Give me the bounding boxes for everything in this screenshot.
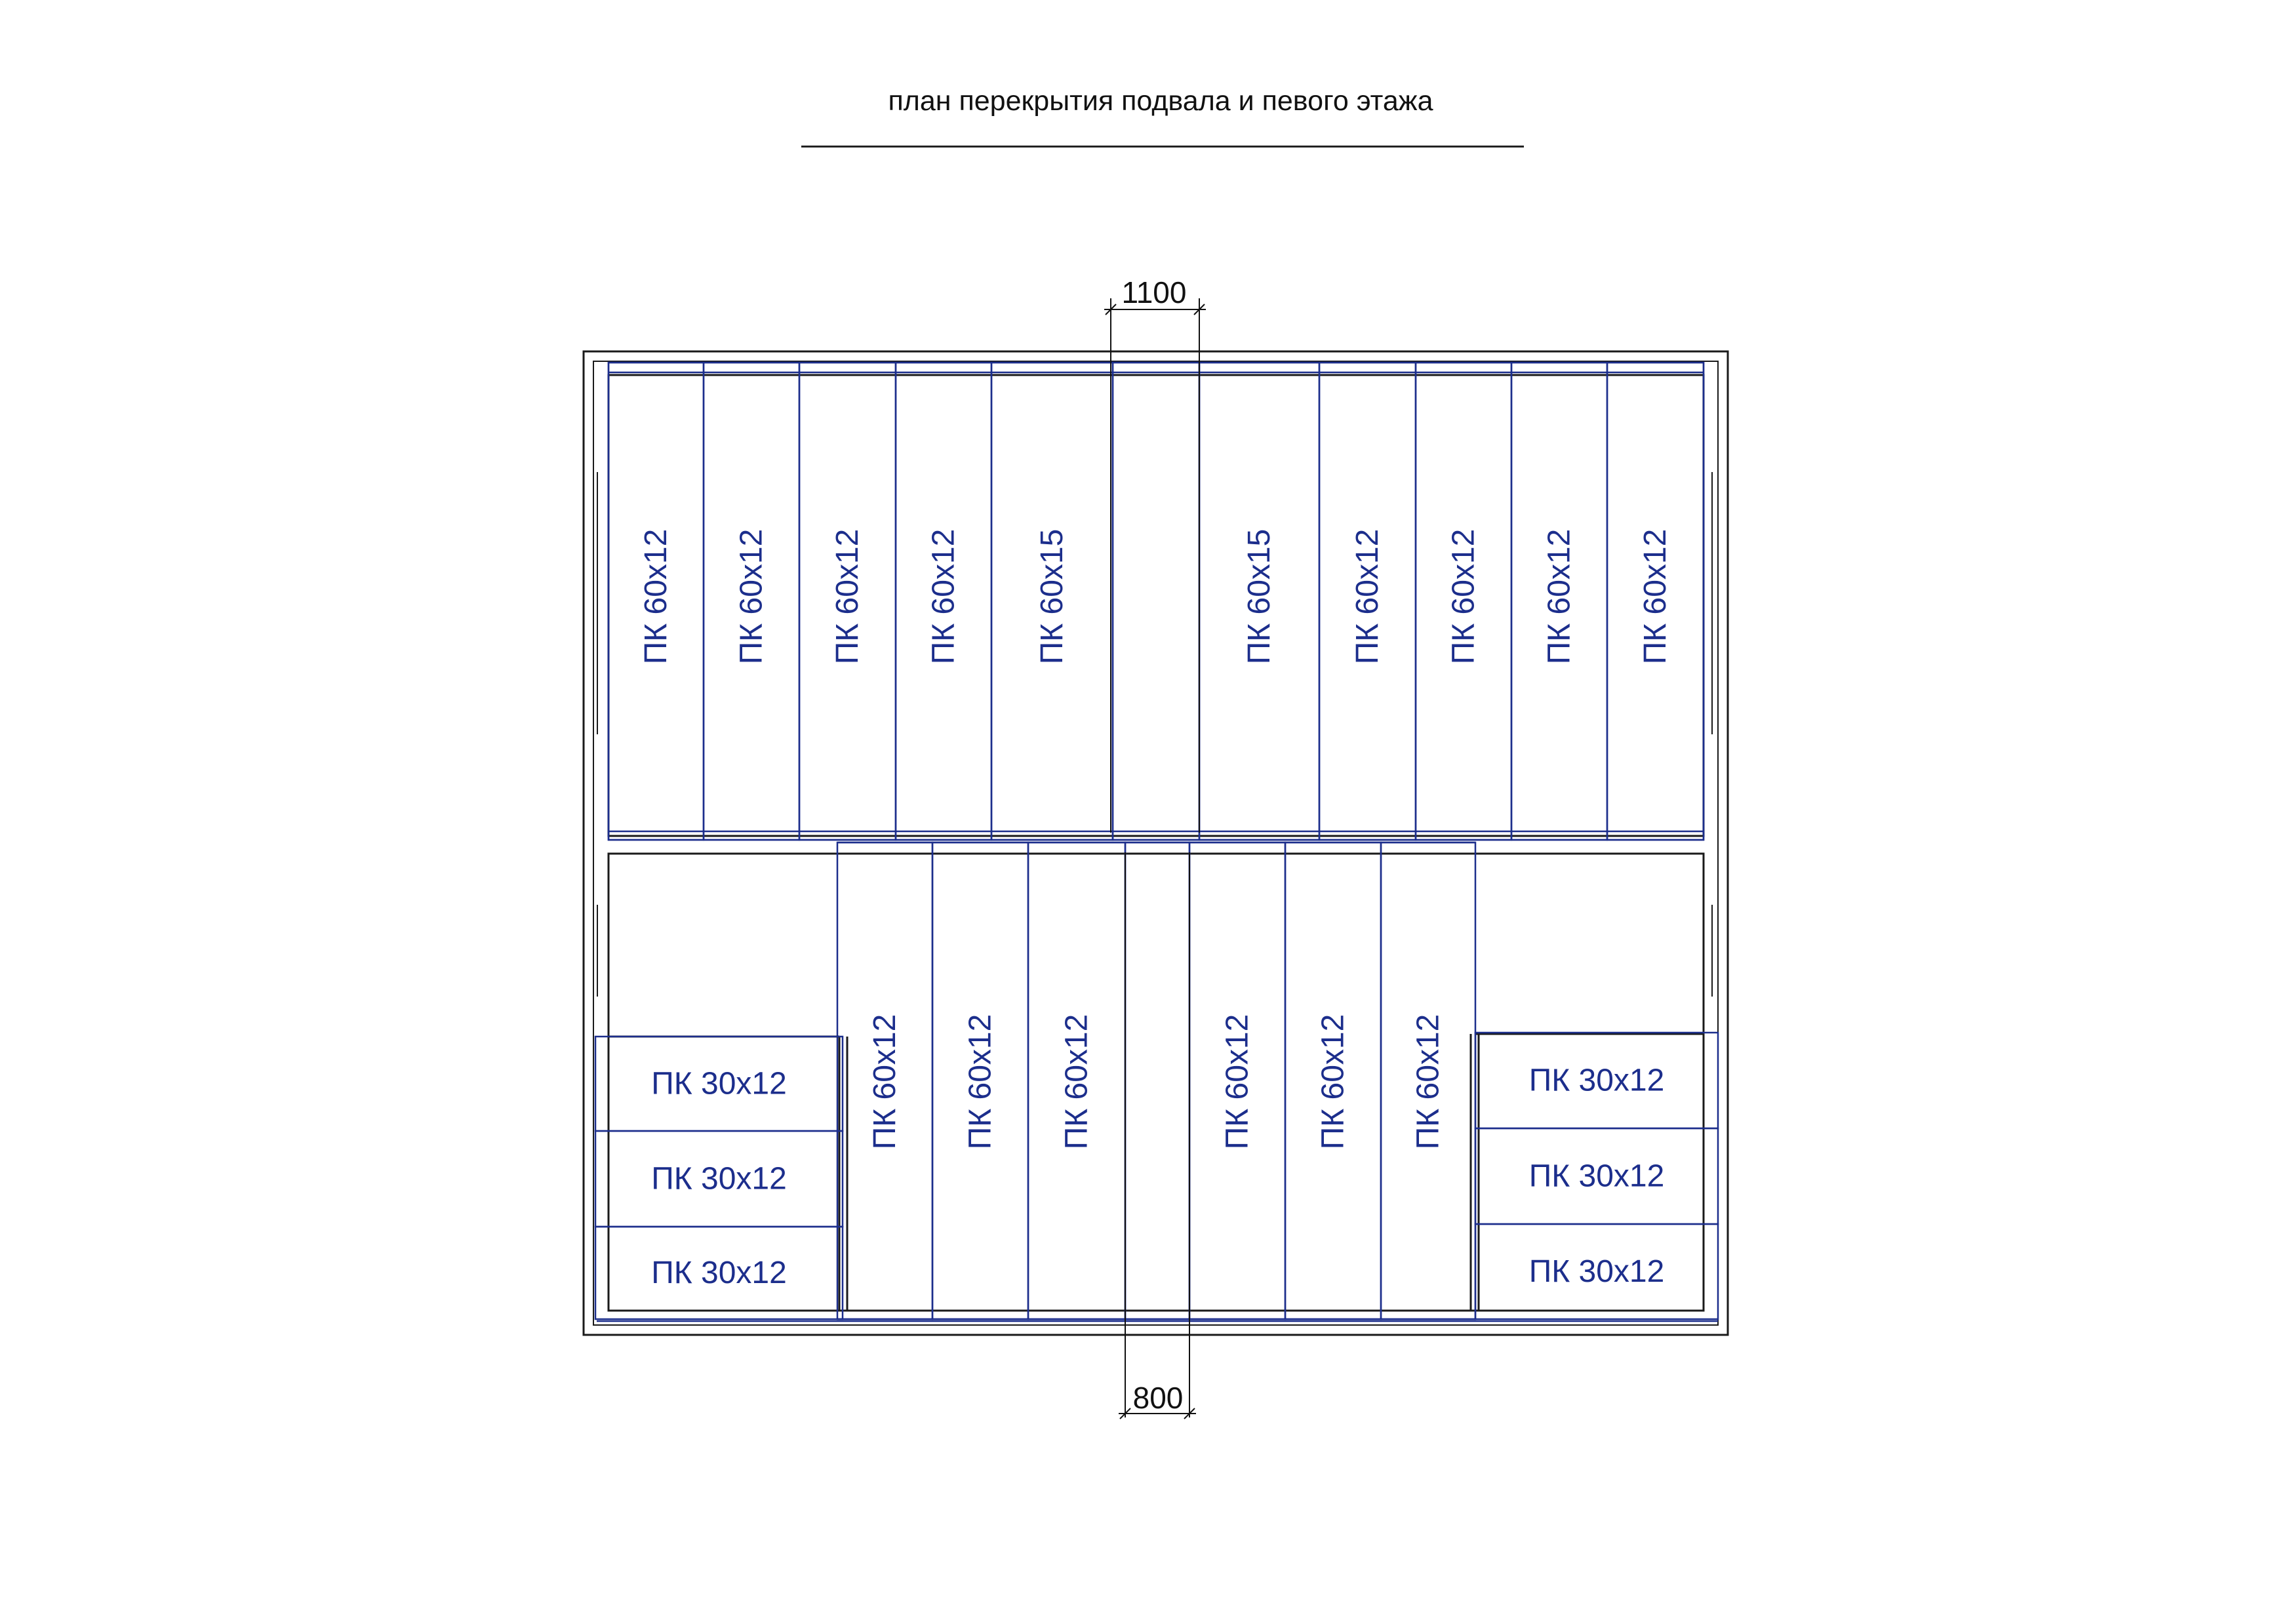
right-short-frame — [1469, 1033, 1704, 1311]
title-underline — [801, 146, 1524, 148]
short-slab-label: ПК 30х12 — [1529, 1254, 1665, 1289]
lower-slab-label: ПК 60х12 — [1411, 1014, 1446, 1150]
upper-slab-label: ПК 60х12 — [1542, 529, 1577, 665]
upper-slab-label: ПК 60х12 — [639, 529, 673, 665]
short-slab-label: ПК 30х12 — [1529, 1159, 1665, 1194]
dimension-top-tick-left — [1105, 304, 1117, 315]
upper-slab-band — [607, 361, 1705, 841]
dimension-bottom-label: 800 — [1133, 1381, 1184, 1415]
lower-slab-label: ПК 60х12 — [1060, 1014, 1094, 1150]
lower-slabs: ПК 60х12 ПК 60х12 ПК 60х12 ПК 60х12 ПК 60х12… — [836, 841, 1477, 1320]
short-slab — [594, 1225, 844, 1320]
upper-slab-band-outline — [607, 361, 1705, 841]
short-slab-label: ПК 30х12 — [651, 1067, 787, 1101]
dimension-top-label: 1100 — [1122, 275, 1187, 309]
left-short-slabs: ПК 30х12 ПК 30х12 ПК 30х12 — [594, 1035, 844, 1320]
upper-room-outline — [607, 374, 1705, 837]
short-slab-label: ПК 30х12 — [651, 1162, 787, 1197]
upper-slab-label: ПК 60х12 — [1350, 529, 1385, 665]
short-slab — [1474, 1223, 1719, 1320]
dimension-bottom — [1119, 852, 1196, 1419]
upper-slab-label: ПК 60х12 — [734, 529, 769, 665]
dimension-bottom-tick-left — [1119, 1408, 1131, 1419]
inner-wall-outline — [593, 361, 1719, 1326]
dimension-bottom-tick-right — [1184, 1408, 1195, 1419]
upper-gap-strip — [1111, 361, 1201, 841]
lower-slab-label: ПК 60х12 — [1220, 1014, 1255, 1150]
lower-room-outline — [607, 852, 1705, 1312]
dimension-top-tick-right — [1193, 304, 1205, 315]
upper-slab — [1606, 361, 1705, 841]
short-slab-label: ПК 30х12 — [1529, 1063, 1665, 1098]
lower-slab-label: ПК 60х12 — [963, 1014, 998, 1150]
short-slab-label: ПК 30х12 — [651, 1256, 787, 1290]
wall-markers — [597, 472, 1713, 997]
upper-slab-label: ПК 60х15 — [1242, 529, 1277, 665]
right-short-slabs: ПК 30х12 ПК 30х12 ПК 30х12 — [1474, 1031, 1719, 1320]
upper-slab-label: ПК 60х12 — [1638, 529, 1673, 665]
drawing-title: план перекрытия подвала и певого этажа — [888, 85, 1433, 117]
outer-wall — [582, 350, 1729, 1336]
upper-slab-label: ПК 60х12 — [830, 529, 865, 665]
upper-slabs: ПК 60х12 ПК 60х12 ПК 60х12 ПК 60х12 ПК 60х15… — [607, 361, 1705, 841]
upper-slab-label: ПК 60х12 — [1447, 529, 1481, 665]
upper-slab-label: ПК 60х15 — [1035, 529, 1069, 665]
lower-gap-strip — [1124, 841, 1191, 1320]
upper-slab-label: ПК 60х12 — [927, 529, 961, 665]
lower-slab-label: ПК 60х12 — [868, 1014, 902, 1150]
lower-slab-label: ПК 60х12 — [1316, 1014, 1351, 1150]
dimension-top — [1104, 298, 1206, 833]
